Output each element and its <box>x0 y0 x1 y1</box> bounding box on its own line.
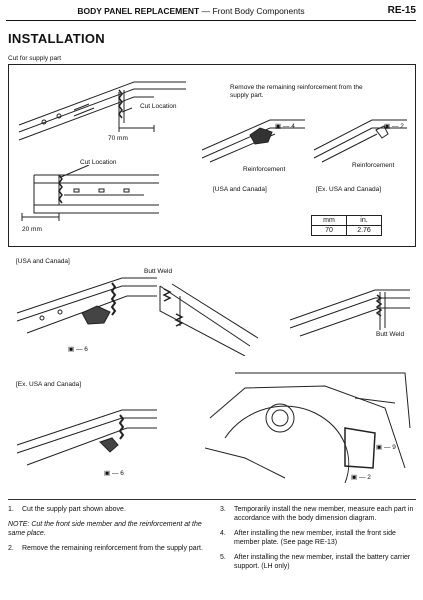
table-row: 70 2.76 <box>311 225 382 236</box>
region-usa-label: [USA and Canada] <box>213 186 267 193</box>
reinforcement-usa-diagram <box>201 119 305 163</box>
table-cell-in: 2.76 <box>346 225 382 236</box>
panel-caption: Cut for supply part <box>8 55 62 62</box>
callout-4: ▣ — 4 <box>275 123 295 130</box>
step-note: NOTE: Cut the front side member and the … <box>8 521 202 537</box>
usa-install-diagram-2 <box>159 283 259 356</box>
engine-bay-diagram <box>205 372 411 484</box>
page-header: BODY PANEL REPLACEMENT — Front Body Comp… <box>6 4 416 21</box>
reinforcement-exusa-diagram <box>313 119 407 163</box>
usa-install-diagram-1 <box>16 277 157 334</box>
usa-callout-6: ▣ — 6 <box>68 346 88 353</box>
dimension-20mm: 20 mm <box>22 226 42 233</box>
cut-location-label-2: Cut Location <box>80 159 117 166</box>
exusa-callout-9: ▣ — 9 <box>376 444 396 451</box>
supply-part-panel <box>8 64 416 247</box>
butt-weld-label-1: Butt Weld <box>144 268 173 275</box>
dimension-table: mm in. 70 2.76 <box>311 215 382 236</box>
table-header-in: in. <box>346 215 382 226</box>
reinforcement-label-2: Reinforcement <box>352 162 395 169</box>
header-title: BODY PANEL REPLACEMENT <box>77 6 200 16</box>
region-exusa-label: [Ex. USA and Canada] <box>316 186 382 193</box>
exusa-callout-6: ▣ — 6 <box>104 470 124 477</box>
cut-location-label-1: Cut Location <box>140 103 177 110</box>
remove-reinforcement-text: Remove the remaining reinforcement from … <box>230 84 363 99</box>
table-header-mm: mm <box>311 215 347 226</box>
steps-right: 3.Temporarily install the new member, me… <box>220 505 416 577</box>
divider <box>8 499 416 500</box>
usa-section-label: [USA and Canada] <box>16 258 70 265</box>
usa-install-diagram-3 <box>289 289 410 337</box>
step-5: 5.After installing the new member, insta… <box>220 554 411 570</box>
member-cut-diagram-2 <box>21 165 159 221</box>
table-header-row: mm in. <box>311 215 382 226</box>
step-1: 1.Cut the supply part shown above. <box>8 506 126 513</box>
steps-left: 1.Cut the supply part shown above. NOTE:… <box>8 505 208 559</box>
header-subtitle: — Front Body Components <box>199 6 305 16</box>
callout-2: ▣ — 2 <box>384 123 404 130</box>
exusa-callout-2: ▣ — 2 <box>351 474 371 481</box>
dimension-70mm: 70 mm <box>108 135 128 142</box>
page-number: RE-15 <box>387 5 416 16</box>
step-3: 3.Temporarily install the new member, me… <box>220 506 414 522</box>
exusa-section-label: [Ex. USA and Canada] <box>16 381 82 388</box>
step-2: 2.Remove the remaining reinforcement fro… <box>8 545 203 552</box>
reinforcement-label-1: Reinforcement <box>243 166 286 173</box>
table-cell-mm: 70 <box>311 225 347 236</box>
butt-weld-label-2: Butt Weld <box>376 331 405 338</box>
section-title: INSTALLATION <box>8 31 105 46</box>
exusa-install-diagram-1 <box>16 409 157 466</box>
member-cut-diagram-1 <box>18 81 186 141</box>
step-4: 4.After installing the new member, insta… <box>220 530 396 546</box>
